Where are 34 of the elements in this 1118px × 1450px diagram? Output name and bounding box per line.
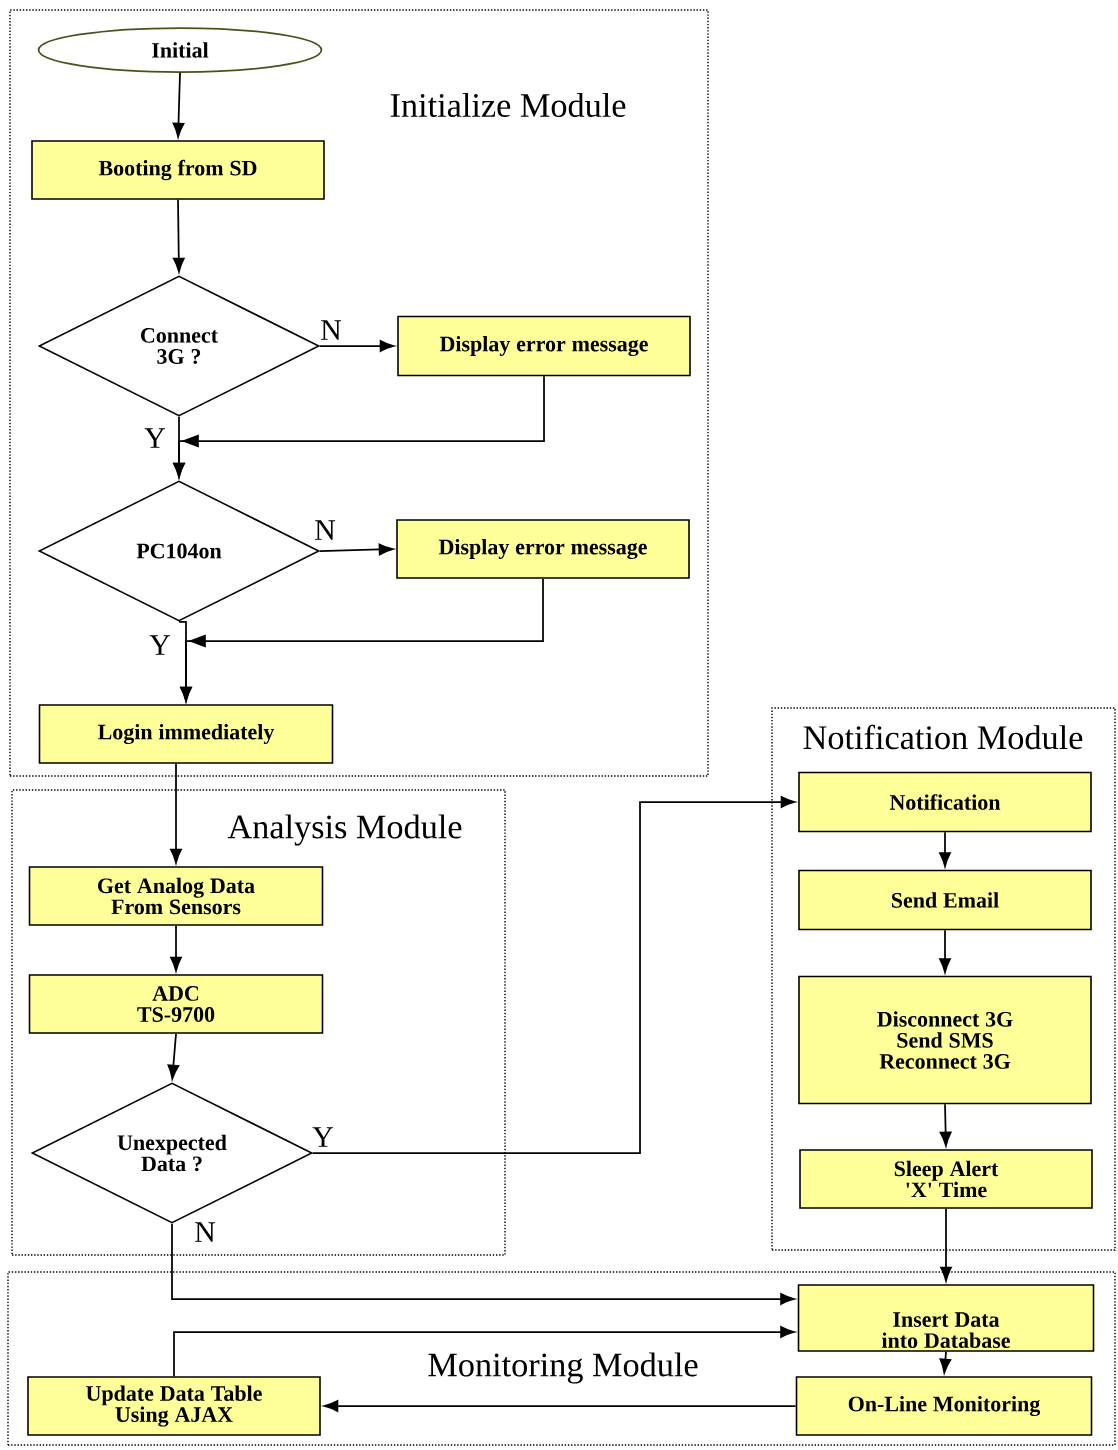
- arrow: [170, 762, 182, 864]
- arrow: [940, 1207, 952, 1282]
- arrow: [173, 1326, 795, 1378]
- process-box: Display error message: [396, 519, 690, 579]
- arrow: [173, 415, 185, 478]
- arrow: [939, 1103, 952, 1147]
- process-box: Sleep Alert 'X' Time: [799, 1149, 1093, 1209]
- process-box: Send Email: [798, 869, 1092, 931]
- arrow: [171, 1222, 795, 1305]
- arrow: [318, 340, 395, 352]
- edge-label: Y: [142, 426, 168, 450]
- process-box: Login immediately: [38, 704, 334, 764]
- arrow: [172, 72, 185, 138]
- process-box: Display error message: [397, 315, 691, 377]
- edge-label: N: [318, 318, 344, 342]
- process-box: On-Line Monitoring: [795, 1376, 1093, 1436]
- arrow: [167, 1032, 180, 1080]
- process-box: Update Data Table Using AJAX: [27, 1376, 321, 1436]
- arrow: [318, 543, 394, 556]
- process-box: ADC TS-9700: [28, 974, 324, 1034]
- edge-label: Y: [147, 633, 173, 657]
- arrow: [939, 1350, 952, 1374]
- process-box: Insert Data into Database: [797, 1284, 1095, 1352]
- arrow: [311, 796, 796, 1154]
- arrow: [172, 198, 185, 273]
- arrow: [323, 1400, 797, 1412]
- arrow: [170, 924, 182, 972]
- process-box: Get Analog Data From Sensors: [28, 866, 324, 926]
- arrow: [178, 620, 192, 702]
- process-box: Booting from SD: [31, 140, 325, 200]
- process-box: Notification: [798, 771, 1092, 833]
- arrow: [939, 929, 951, 973]
- process-box: Disconnect 3G Send SMS Reconnect 3G: [798, 975, 1092, 1105]
- arrow: [939, 831, 951, 867]
